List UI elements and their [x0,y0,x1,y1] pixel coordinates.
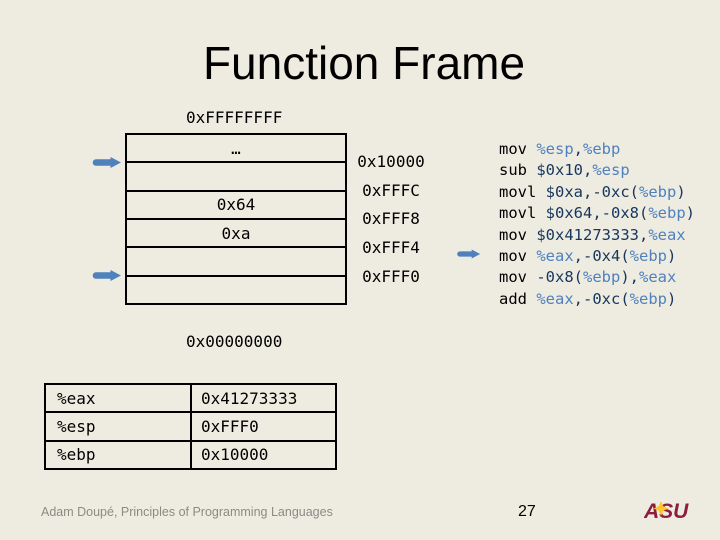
code-segment-number: ) [666,246,677,265]
register-row: %eax 0x41273333 [46,385,335,414]
code-segment-register: %eax [648,225,686,244]
stack-cell [127,163,345,192]
code-segment-number: $0x41273333, [536,225,649,244]
address-label: 0xFFF4 [362,238,420,257]
code-segment-number: ,-0xc( [573,289,630,308]
code-segment-number: $0x10, [536,161,593,180]
code-segment-number: ) [685,204,695,223]
code-segment-register: %ebp [629,289,667,308]
code-segment-opcode: mov [499,268,537,287]
ebp-pointer-arrow-icon [92,157,121,168]
stack-cell [127,277,345,303]
code-segment-opcode: mov [499,246,537,265]
code-segment-register: %esp [592,161,630,180]
code-segment-number: , [573,140,583,158]
register-table: %eax 0x41273333 %esp 0xFFF0 %ebp 0x10000 [44,383,337,470]
code-segment-number: ) [666,289,677,308]
code-segment-number: $0x64,-0x8( [545,204,649,223]
code-line: add %eax,-0xc(%ebp) [499,289,695,310]
code-line: movl $0xa,-0xc(%ebp) [499,182,695,203]
code-segment-number: -0x8( [536,268,583,287]
code-segment-register: %eax [639,268,677,287]
asu-logo-icon: ASU [643,500,689,523]
current-instruction-arrow-icon [457,249,481,259]
code-segment-number: ), [620,268,639,287]
code-segment-opcode: mov [499,225,537,244]
code-segment-opcode: mov [499,140,537,158]
code-line: mov %eax,-0x4(%ebp) [499,246,695,267]
address-label: 0x10000 [357,152,425,171]
memory-bottom-address-label: 0x00000000 [186,332,283,351]
code-line: movl $0x64,-0x8(%ebp) [499,203,695,224]
code-line: mov $0x41273333,%eax [499,225,695,246]
code-segment-number: $0xa,-0xc( [545,182,639,201]
stack-cell [127,248,345,277]
address-label: 0xFFF8 [362,209,420,228]
code-segment-register: %ebp [583,140,621,158]
code-segment-register: %ebp [639,182,677,201]
register-value: 0x41273333 [201,388,298,408]
register-name: %ebp [46,441,192,468]
code-segment-number: ) [676,182,686,201]
register-value: 0x10000 [201,445,269,465]
register-row: %esp 0xFFF0 [46,413,335,442]
esp-pointer-arrow-icon [92,270,121,281]
code-segment-register: %esp [536,140,574,158]
memory-top-address-label: 0xFFFFFFFF [186,108,283,127]
svg-text:ASU: ASU [644,500,689,523]
address-label: 0xFFFC [362,181,420,200]
register-name: %eax [46,385,192,412]
code-segment-number: ,-0x4( [573,246,630,265]
slide-title: Function Frame [202,37,526,89]
code-line: sub $0x10,%esp [499,160,695,181]
stack-cell: … [127,135,345,164]
code-segment-opcode: sub [499,161,537,180]
code-segment-register: %ebp [648,204,686,223]
register-name: %esp [46,413,192,440]
code-line: mov -0x8(%ebp),%eax [499,267,695,288]
stack-cell: 0xa [127,220,345,249]
stack-cell: 0x64 [127,192,345,220]
address-label: 0xFFF0 [362,267,420,286]
register-row: %ebp 0x10000 [46,441,335,468]
page-number: 27 [518,503,536,520]
code-segment-register: %eax [536,246,574,265]
code-line: mov %esp,%ebp [499,139,695,160]
code-segment-register: %ebp [583,268,621,287]
asu-logo: ASU [643,499,692,523]
code-segment-opcode: movl [499,182,546,201]
code-segment-opcode: movl [499,204,546,223]
code-segment-opcode: add [499,289,537,308]
code-segment-register: %ebp [629,246,667,265]
footer-credit: Adam Doupé, Principles of Programming La… [41,505,333,519]
code-segment-register: %eax [536,289,574,308]
register-value: 0xFFF0 [201,416,259,436]
